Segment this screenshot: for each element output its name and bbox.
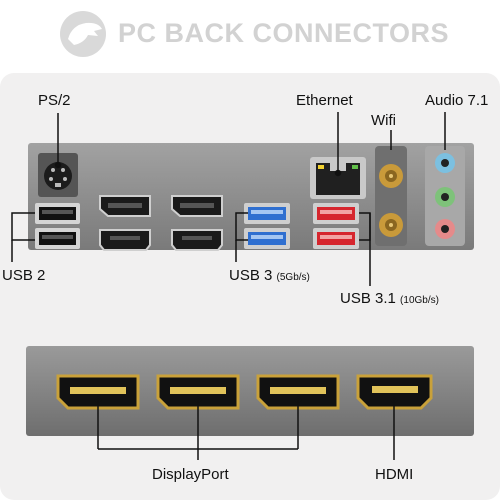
ps2-port bbox=[38, 153, 78, 197]
usb31-speed-label: (10Gb/s) bbox=[400, 295, 439, 306]
usb3-speed-label: (5Gb/s) bbox=[276, 272, 310, 283]
page-title: PC BACK CONNECTORS bbox=[118, 18, 450, 48]
usb31-ports bbox=[313, 203, 359, 249]
usb3-label: USB 3 (5Gb/s) bbox=[229, 267, 310, 284]
large-displayport-ports bbox=[56, 374, 340, 410]
usb3-ports bbox=[244, 203, 290, 249]
bottom-panel bbox=[26, 346, 474, 436]
shield-video-ports bbox=[99, 195, 223, 251]
leader-lines-bottom bbox=[94, 396, 398, 460]
large-hdmi-port bbox=[356, 374, 433, 410]
wifi-label: Wifi bbox=[371, 112, 396, 129]
audio-label: Audio 7.1 bbox=[425, 92, 489, 109]
displayport-label: DisplayPort bbox=[152, 466, 229, 483]
usb31-label-text: USB 3.1 bbox=[340, 290, 396, 307]
usb2-ports bbox=[35, 203, 80, 249]
usb31-label: USB 3.1 (10Gb/s) bbox=[340, 290, 439, 307]
ps2-label: PS/2 bbox=[38, 92, 71, 109]
audio-jacks bbox=[425, 146, 465, 246]
wifi-connectors bbox=[375, 146, 407, 246]
dragon-logo-icon bbox=[60, 11, 106, 57]
ethernet-label: Ethernet bbox=[296, 92, 353, 109]
hdmi-label: HDMI bbox=[375, 466, 414, 483]
usb2-label: USB 2 bbox=[2, 267, 46, 284]
usb3-label-text: USB 3 bbox=[229, 267, 273, 284]
leader-lines-top bbox=[11, 112, 446, 286]
